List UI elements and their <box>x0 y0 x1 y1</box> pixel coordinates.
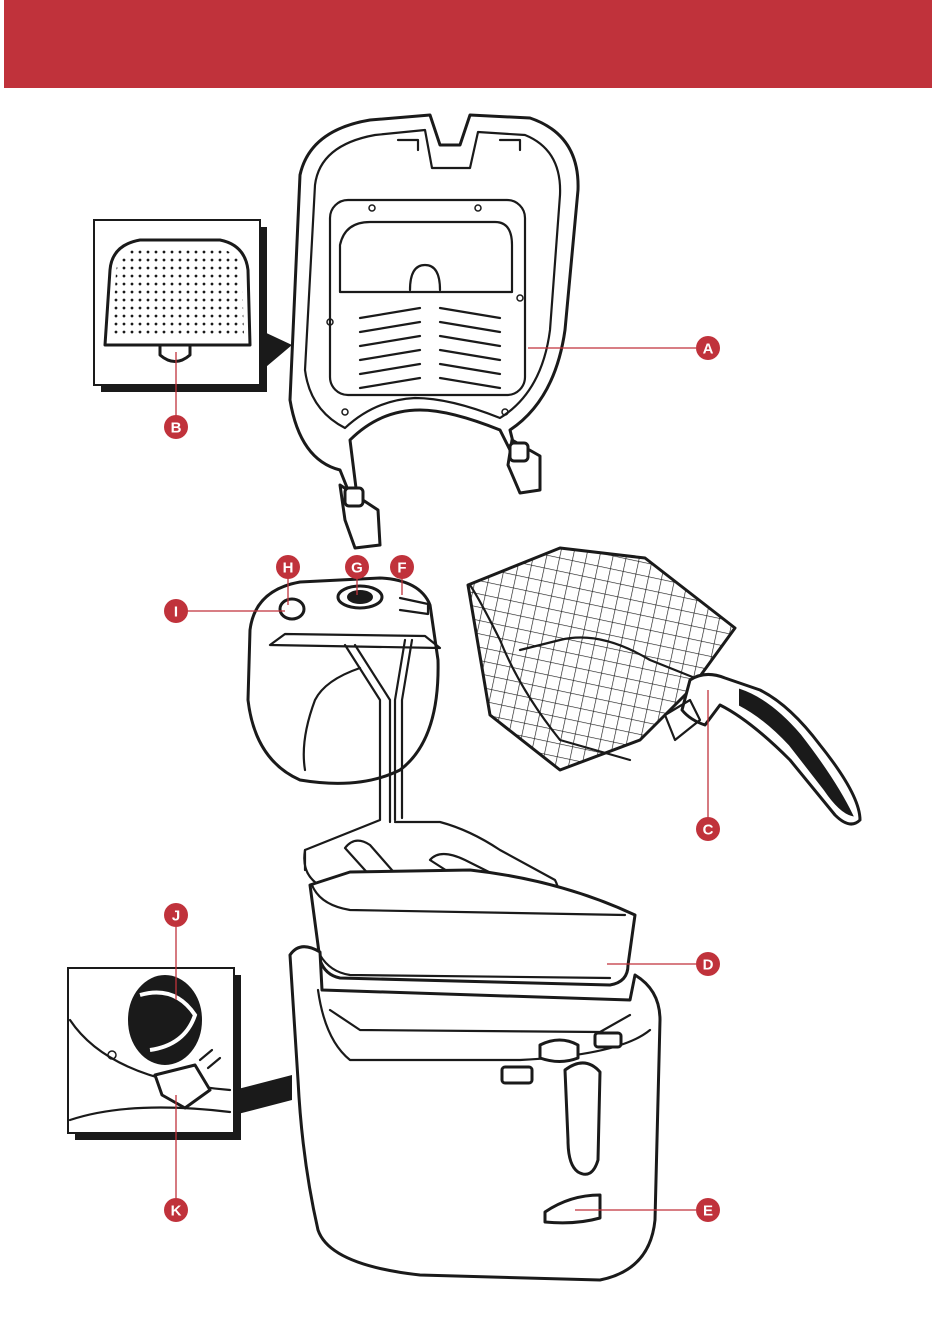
callout-A-label: A <box>703 341 714 358</box>
callout-F-label: F <box>397 560 406 577</box>
callout-B: B <box>164 415 188 439</box>
lid-illustration <box>290 115 578 548</box>
callout-J: J <box>164 903 188 927</box>
callout-I-label: I <box>174 604 178 621</box>
callout-J-label: J <box>172 908 180 925</box>
filter-inset <box>94 220 292 392</box>
callout-C-label: C <box>703 822 714 839</box>
callout-E-label: E <box>703 1203 713 1220</box>
control-module <box>248 578 440 870</box>
callout-K: K <box>164 1198 188 1222</box>
callout-D-label: D <box>703 957 714 974</box>
callout-B-label: B <box>171 420 182 437</box>
bowl-illustration <box>310 870 635 985</box>
callout-A: A <box>696 336 720 360</box>
basket-illustration <box>468 548 860 824</box>
callout-G: G <box>345 555 369 579</box>
callout-D: D <box>696 952 720 976</box>
callout-G-label: G <box>351 560 363 577</box>
fryer-body <box>290 947 660 1280</box>
cord-inset <box>68 968 292 1140</box>
callout-H: H <box>276 555 300 579</box>
callout-E: E <box>696 1198 720 1222</box>
callout-I: I <box>164 599 188 623</box>
callout-H-label: H <box>283 560 294 577</box>
callout-F: F <box>390 555 414 579</box>
callout-C: C <box>696 817 720 841</box>
callout-K-label: K <box>171 1203 182 1220</box>
